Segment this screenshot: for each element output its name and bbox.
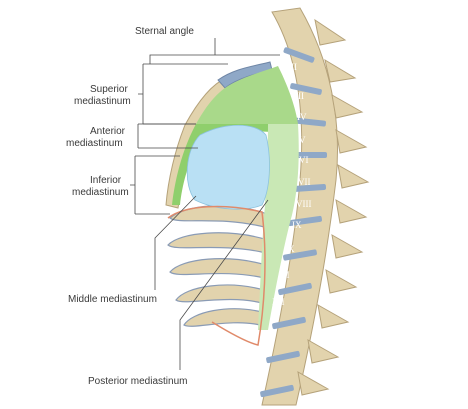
vertebra-label: VI <box>299 155 309 165</box>
label-sternal-angle: Sternal angle <box>135 26 194 37</box>
label-superior-line2: mediastinum <box>74 96 131 107</box>
label-posterior-mediastinum: Posterior mediastinum <box>88 376 187 387</box>
diaphragm-outline <box>167 205 266 346</box>
label-anterior-line2: mediastinum <box>66 138 123 149</box>
vertebra-label: XII <box>272 297 285 307</box>
vertebra-label: V <box>299 135 306 145</box>
ribs <box>167 205 271 327</box>
label-inferior-line1: Inferior <box>90 175 122 186</box>
vertebra-label: IV <box>297 112 307 122</box>
label-anterior-line1: Anterior <box>90 126 126 137</box>
label-middle-mediastinum: Middle mediastinum <box>68 294 157 305</box>
vertebra-label: III <box>295 91 304 101</box>
vertebra-label: X <box>288 244 295 254</box>
label-inferior-line2: mediastinum <box>72 187 129 198</box>
label-superior-line1: Superior <box>90 84 128 95</box>
intervertebral-discs <box>260 47 327 398</box>
vertebra-label: XI <box>280 270 290 280</box>
middle-mediastinum-region <box>186 124 270 210</box>
vertebra-label: IX <box>292 220 302 230</box>
leader-lines <box>130 38 280 370</box>
vertebra-label: II <box>291 62 297 72</box>
vertebra-label: VII <box>298 177 311 187</box>
vertebra-label: VIII <box>296 199 312 209</box>
vertebral-column <box>261 7 370 406</box>
superior-mediastinum-region <box>196 66 298 124</box>
vertebra-labels: II III IV V VI VII VIII IX X XI XII <box>272 62 312 307</box>
